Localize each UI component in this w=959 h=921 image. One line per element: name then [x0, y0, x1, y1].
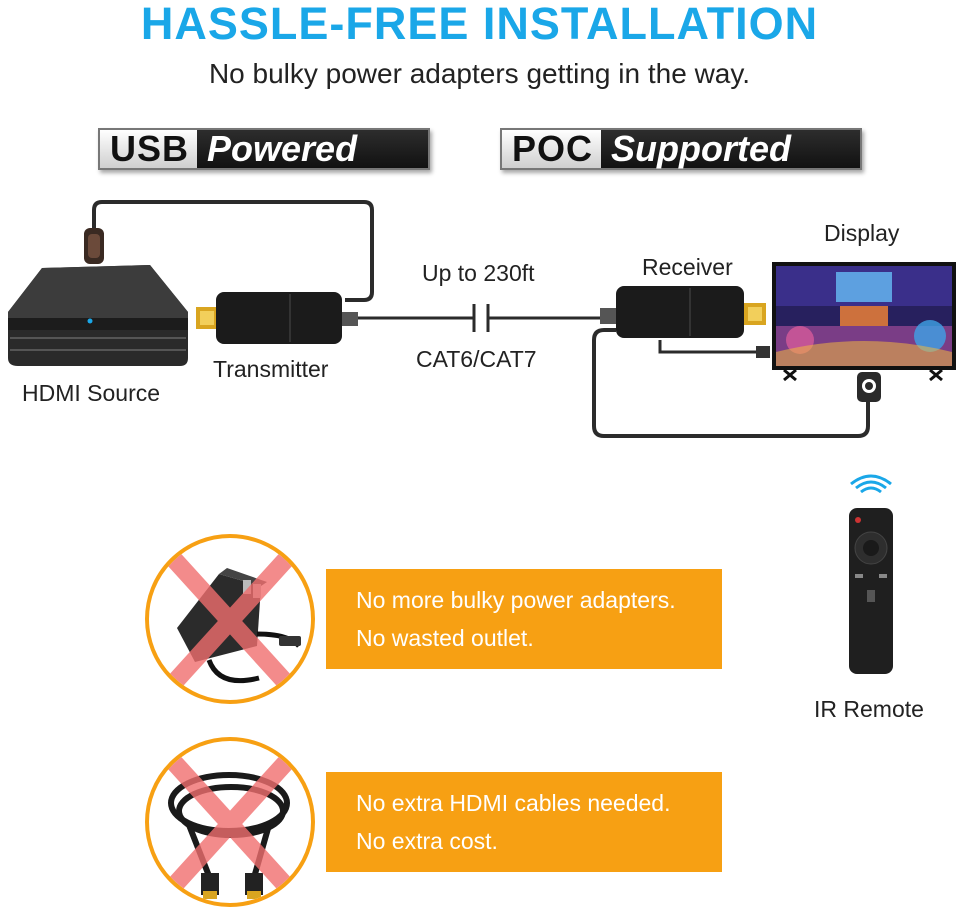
poc-supported-badge: POC Supported [500, 128, 862, 170]
receiver-icon [600, 286, 766, 338]
usb-plug-icon [84, 228, 104, 264]
transmitter-label: Transmitter [213, 356, 329, 382]
receiver-display-cable [658, 340, 760, 354]
power-adapter-crossed-icon [145, 534, 315, 704]
badge-powered-text: Powered [197, 128, 428, 169]
receiver-label: Receiver [642, 254, 733, 280]
badge-usb-text: USB [110, 128, 190, 169]
cross-icon [162, 547, 298, 695]
display-icon [772, 262, 956, 382]
hdmi-cable-crossed-icon [145, 737, 315, 907]
badge-poc-text: POC [512, 128, 594, 169]
feature-power-adapter-box: No more bulky power adapters. No wasted … [326, 569, 722, 669]
usb-power-cable [92, 200, 374, 302]
feature-line: No extra cost. [356, 828, 498, 854]
feature-line: No more bulky power adapters. [356, 587, 676, 613]
feature-line: No extra HDMI cables needed. [356, 790, 671, 816]
cross-icon [162, 750, 298, 898]
ir-remote-icon [849, 474, 893, 674]
ir-sensor-icon [857, 372, 881, 402]
display-label: Display [824, 220, 900, 246]
ir-extension-cable [592, 328, 870, 438]
page-title: HASSLE-FREE INSTALLATION [140, 0, 819, 49]
cable-type-label: CAT6/CAT7 [416, 346, 537, 372]
hdmi-source-icon [8, 265, 188, 366]
usb-powered-badge: USB Powered [98, 128, 430, 170]
feature-hdmi-cable-box: No extra HDMI cables needed. No extra co… [326, 772, 722, 872]
transmitter-icon [196, 292, 358, 344]
hdmi-source-label: HDMI Source [22, 380, 161, 406]
feature-line: No wasted outlet. [356, 625, 534, 651]
ir-remote-label: IR Remote [814, 696, 924, 722]
page-subtitle: No bulky power adapters getting in the w… [208, 58, 751, 89]
badge-supported-text: Supported [601, 128, 860, 169]
distance-label: Up to 230ft [422, 260, 535, 286]
